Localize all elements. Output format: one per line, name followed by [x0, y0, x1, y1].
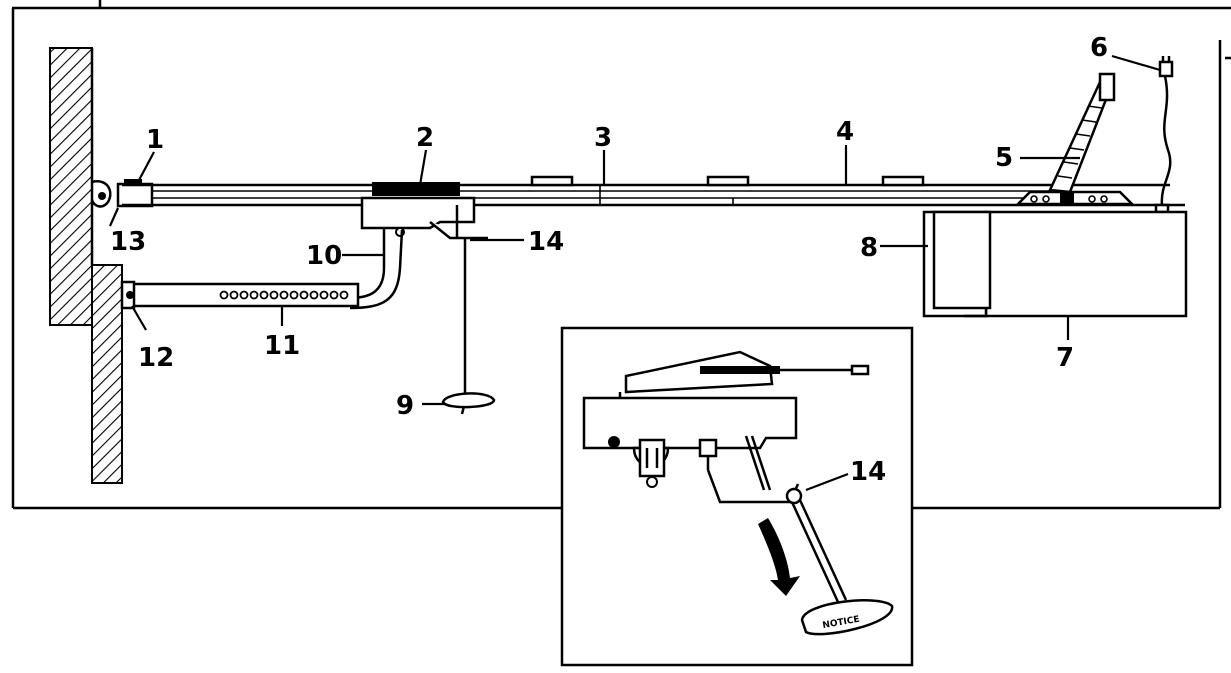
- header-bracket: [90, 179, 154, 208]
- main-frame: [11, 0, 1231, 510]
- door-arms: [120, 228, 404, 310]
- label-12: 12: [138, 343, 174, 373]
- wall: [49, 47, 123, 484]
- power-cord: [1154, 56, 1174, 214]
- rail: [122, 175, 1185, 207]
- label-2: 2: [416, 123, 434, 153]
- label-7: 7: [1056, 343, 1074, 373]
- label-9: 9: [396, 391, 414, 421]
- label-3: 3: [594, 123, 612, 153]
- label-10: 10: [306, 241, 342, 271]
- label-13: 13: [110, 227, 146, 257]
- label-4: 4: [836, 117, 854, 147]
- release-rope: [441, 238, 496, 415]
- motor-unit: [922, 210, 1188, 318]
- inset-label-14: 14: [850, 457, 886, 487]
- label-11: 11: [264, 331, 300, 361]
- label-1: 1: [146, 125, 164, 155]
- label-5: 5: [995, 143, 1013, 173]
- leader-lines: [108, 54, 1161, 492]
- label-8: 8: [860, 233, 878, 263]
- part-labels: 1 2 3 4 5 6 7 8 9 10 11 12 13 14 14: [110, 33, 1108, 487]
- inset-detail: NOTICE: [560, 326, 914, 667]
- rail-hanger: [1014, 72, 1136, 206]
- label-6: 6: [1090, 33, 1108, 63]
- label-14: 14: [528, 227, 564, 257]
